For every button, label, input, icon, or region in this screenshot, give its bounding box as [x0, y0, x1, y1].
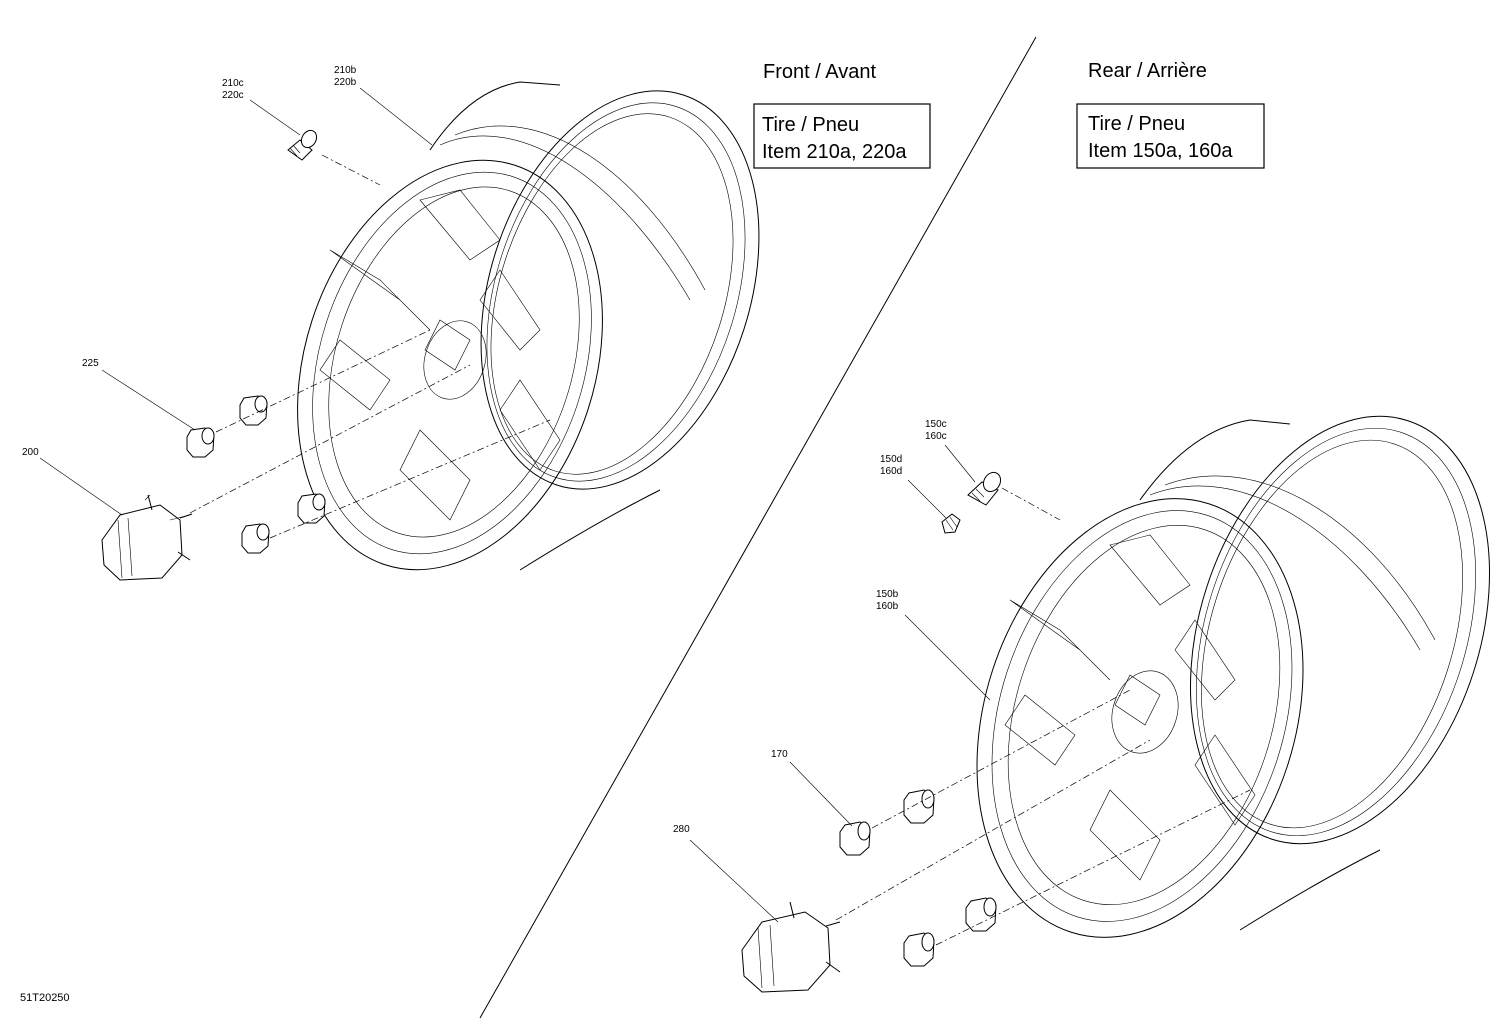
- front-valve-stem: [287, 129, 318, 161]
- front-assembly-line-2: [189, 364, 471, 514]
- rear-wheel: [976, 415, 1490, 938]
- callout-220b: 220b: [334, 77, 357, 88]
- callout-160d: 160d: [880, 466, 902, 477]
- rear-assembly-line-3: [935, 789, 1251, 946]
- rear-hub-cap: [741, 901, 841, 993]
- leader-200: [39, 457, 123, 516]
- front-lug-nut-2: [239, 395, 268, 426]
- front-lug-nut-4: [297, 493, 326, 524]
- callout-150b: 150b: [876, 589, 899, 600]
- drawing-id: 51T20250: [20, 992, 70, 1004]
- leader-150b: [904, 614, 991, 701]
- callout-225: 225: [82, 358, 99, 369]
- rear-lug-nut-1: [839, 821, 871, 856]
- front-assembly-line-3: [269, 419, 551, 539]
- rear-heading: Rear / Arrière: [1088, 60, 1207, 82]
- rear-tire-note-line2: Item 150a, 160a: [1088, 140, 1233, 162]
- rear-tire-note-box: [1076, 103, 1265, 169]
- rear-assembly-line-1: [871, 689, 1131, 829]
- rear-tire-note-line1: Tire / Pneu: [1088, 113, 1185, 135]
- front-hub-cap: [101, 494, 193, 581]
- leader-210c: [249, 99, 301, 136]
- front-lug-nut-1: [186, 427, 215, 458]
- front-tire-note-box: [753, 103, 931, 169]
- callout-210b: 210b: [334, 65, 357, 76]
- rear-assembly-line-2: [835, 739, 1151, 921]
- callout-150c: 150c: [925, 419, 947, 430]
- leader-225: [101, 369, 196, 431]
- callout-280: 280: [673, 824, 690, 835]
- front-assembly-line-1: [215, 329, 431, 433]
- rear-lug-nut-2: [903, 789, 935, 824]
- front-assembly-line-4: [321, 154, 381, 186]
- callout-160c: 160c: [925, 431, 947, 442]
- leader-280: [689, 839, 779, 923]
- front-lug-nut-3: [241, 523, 270, 554]
- leader-150c: [944, 444, 976, 483]
- rear-valve-stem: [967, 471, 1002, 506]
- rear-lug-nut-4: [965, 897, 997, 932]
- callout-170: 170: [771, 749, 788, 760]
- callout-200: 200: [22, 447, 39, 458]
- callout-150d: 150d: [880, 454, 902, 465]
- front-tire-note-line2: Item 210a, 220a: [762, 141, 907, 163]
- callout-210c: 210c: [222, 78, 244, 89]
- front-heading: Front / Avant: [763, 61, 876, 83]
- callout-220c: 220c: [222, 90, 244, 101]
- front-wheel: [297, 81, 760, 571]
- leader-210b: [359, 87, 433, 146]
- rear-lug-nut-3: [903, 932, 935, 967]
- leader-150d: [907, 479, 947, 519]
- leader-170: [789, 761, 853, 827]
- rear-assembly-line-4: [1001, 487, 1061, 521]
- front-tire-note-line1: Tire / Pneu: [762, 114, 859, 136]
- rear-valve-cap: [941, 513, 961, 534]
- callout-160b: 160b: [876, 601, 899, 612]
- section-divider: [479, 36, 1037, 1019]
